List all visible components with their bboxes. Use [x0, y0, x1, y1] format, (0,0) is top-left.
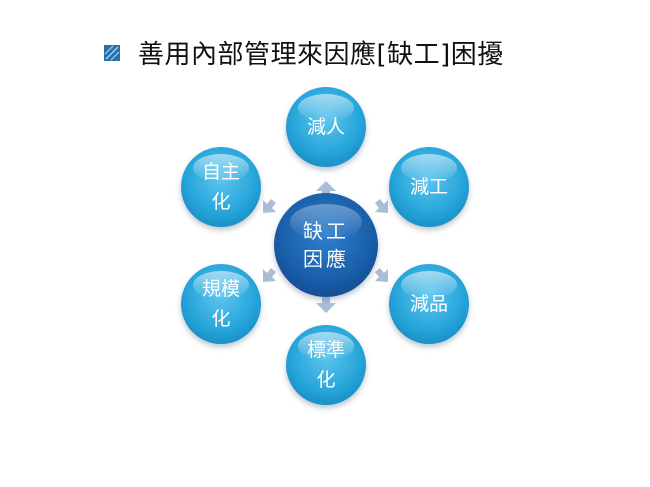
node-label-autonomy: 自主 化	[201, 161, 240, 213]
center-label: 缺工 因應	[303, 219, 349, 271]
bullet-square-icon	[104, 44, 120, 61]
node-standardize	[286, 325, 366, 405]
node-label-reduce-work: 減工	[409, 176, 448, 198]
node-label-reduce-people: 減人	[306, 116, 345, 138]
arrows	[263, 181, 388, 313]
node-center	[274, 193, 378, 297]
node-scale	[181, 264, 261, 344]
arrow-lower-left-icon	[263, 268, 276, 282]
node-autonomy	[181, 147, 261, 227]
slide-title: 善用內部管理來因應[缺工]困擾	[138, 40, 504, 70]
node-label-scale: 規模 化	[201, 278, 240, 330]
arrow-upper-right-icon	[375, 199, 388, 213]
node-reduce-products	[389, 264, 469, 344]
node-reduce-people	[286, 87, 366, 167]
title-row: 善用內部管理來因應[缺工]困擾	[104, 34, 504, 71]
node-reduce-work	[389, 147, 469, 227]
arrow-lower-right-icon	[375, 268, 388, 282]
arrow-up-icon	[316, 181, 336, 197]
node-label-reduce-products: 減品	[409, 293, 448, 315]
arrow-down-icon	[316, 297, 336, 313]
arrow-upper-left-icon	[263, 199, 276, 213]
node-label-standardize: 標準 化	[306, 339, 345, 391]
